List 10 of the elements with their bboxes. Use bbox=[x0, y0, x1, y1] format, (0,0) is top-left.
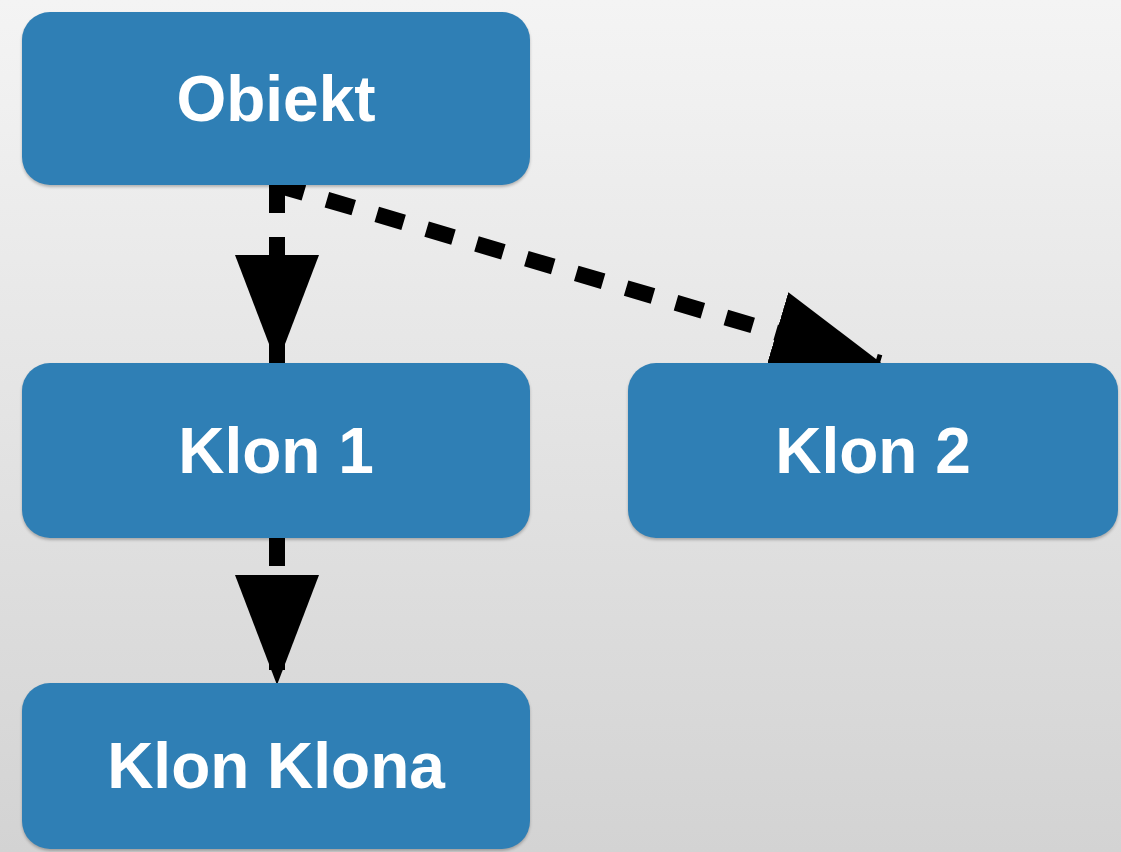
box-label: Obiekt bbox=[176, 61, 376, 136]
process-box bbox=[628, 363, 1118, 538]
dashed-arrow bbox=[235, 185, 319, 365]
process-box bbox=[22, 363, 530, 538]
dashed-arrow bbox=[235, 538, 319, 685]
process-box bbox=[22, 683, 530, 849]
box-label: Klon 2 bbox=[775, 413, 971, 488]
box-label: Klon 1 bbox=[178, 413, 374, 488]
box-label: Klon Klona bbox=[107, 729, 445, 803]
process-box bbox=[22, 12, 530, 185]
